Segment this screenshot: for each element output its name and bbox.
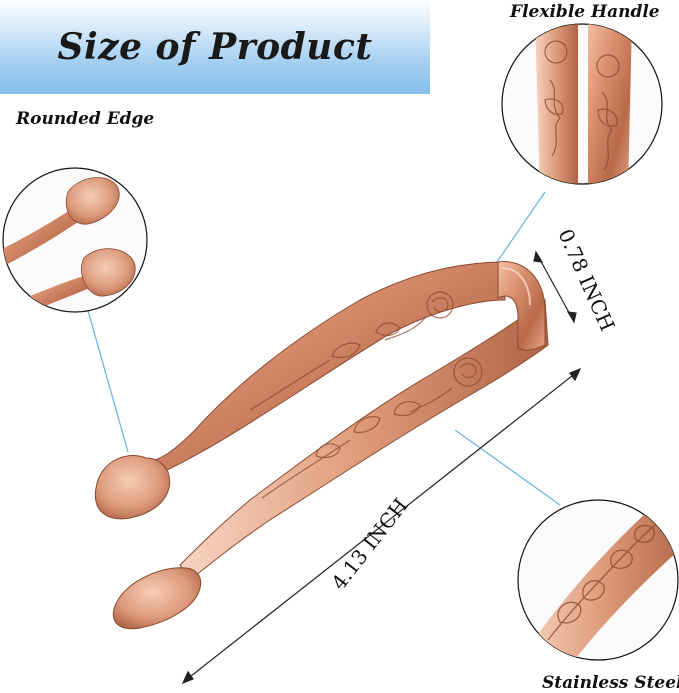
stainless-steel-detail-circle [517, 499, 679, 661]
flexible-handle-label: Flexible Handle [510, 2, 660, 22]
leader-line-rounded-edge [84, 299, 129, 453]
flexible-handle-detail-circle [501, 23, 663, 185]
title-banner: Size of Product [0, 0, 430, 94]
rounded-edge-label: Rounded Edge [16, 109, 155, 129]
page-title: Size of Product [57, 26, 373, 68]
leader-line-flexible-handle [494, 191, 546, 266]
stainless-steel-label: Stainless Steel [542, 673, 679, 693]
leader-line-stainless-steel [454, 429, 561, 506]
width-dimension-arrow [533, 250, 577, 324]
rounded-edge-detail-circle [2, 167, 148, 313]
sugar-tongs [94, 261, 549, 630]
length-dimension-arrow [181, 367, 582, 685]
